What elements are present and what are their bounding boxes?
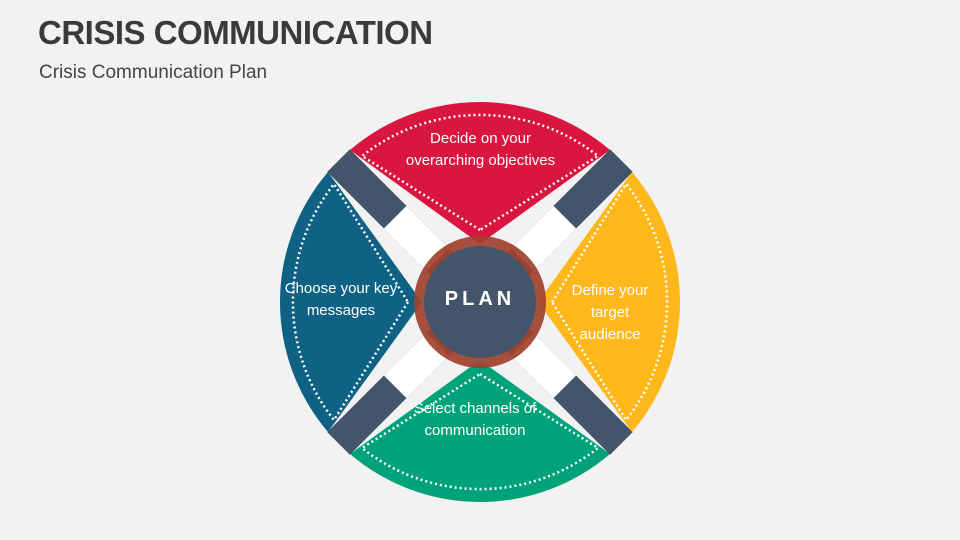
petal-label-audience: Define your target audience	[571, 282, 649, 343]
petal-label-objectives: Decide on your overarching objectives	[405, 130, 556, 169]
petal-dotted-border	[550, 181, 669, 423]
petal-channels	[350, 360, 610, 503]
slide-title: CRISIS COMMUNICATION	[38, 14, 433, 51]
petal-label-messages: Choose your key messages	[284, 280, 398, 319]
petal-audience	[538, 172, 680, 432]
slide-subtitle: Crisis Communication Plan	[39, 62, 268, 83]
petal-dotted-border	[359, 113, 601, 232]
petal-messages	[280, 172, 422, 432]
petal-objectives	[350, 101, 610, 244]
hub-label: PLAN	[444, 288, 516, 310]
petal-label-channels: Select channels of communication	[413, 400, 537, 439]
petal-dotted-border	[359, 372, 601, 491]
hub-circle	[424, 246, 536, 358]
petal-dotted-border	[291, 181, 410, 423]
